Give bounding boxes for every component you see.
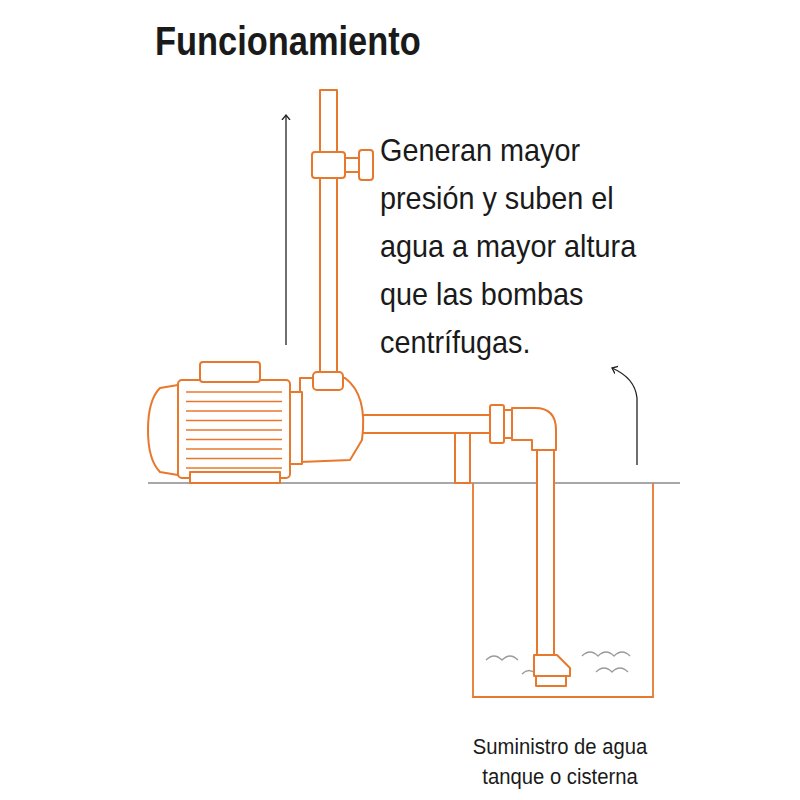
motor-fin bbox=[186, 448, 282, 450]
motor-fin bbox=[186, 410, 282, 412]
motor-fin bbox=[186, 429, 282, 431]
motor-fin bbox=[186, 420, 282, 422]
motor-fin bbox=[186, 439, 282, 441]
description-text: Generan mayor presión y suben el agua a … bbox=[380, 126, 655, 366]
water-tank bbox=[473, 483, 653, 697]
pipe-union bbox=[490, 405, 504, 443]
gate-valve bbox=[312, 152, 345, 178]
electric-motor bbox=[178, 380, 290, 478]
discharge-pipe bbox=[320, 90, 337, 380]
tank-caption: Suministro de agua tanque o cisterna bbox=[459, 732, 661, 792]
pipe-elbow bbox=[512, 408, 556, 450]
motor-flange bbox=[290, 392, 302, 464]
motor-fin bbox=[186, 458, 282, 460]
flow-arrow bbox=[612, 368, 637, 465]
valve-handle bbox=[359, 150, 373, 180]
pipe-support bbox=[455, 433, 470, 483]
terminal-box bbox=[200, 362, 260, 382]
foot-valve bbox=[534, 655, 570, 676]
valve-stem bbox=[345, 158, 359, 172]
motor-fin bbox=[186, 401, 282, 403]
motor-endcap bbox=[148, 385, 178, 475]
foot-valve bbox=[536, 676, 566, 686]
pump-outlet bbox=[313, 372, 343, 390]
suction-pipe bbox=[360, 415, 505, 433]
suction-pipe-vertical bbox=[537, 450, 554, 655]
pipe-union bbox=[504, 410, 512, 438]
motor-fin bbox=[186, 467, 282, 469]
motor-fin bbox=[186, 391, 282, 393]
diagram-title: Funcionamiento bbox=[155, 18, 421, 64]
motor-fins bbox=[186, 392, 282, 468]
flow-arrow bbox=[285, 115, 286, 345]
motor-base bbox=[190, 472, 280, 483]
